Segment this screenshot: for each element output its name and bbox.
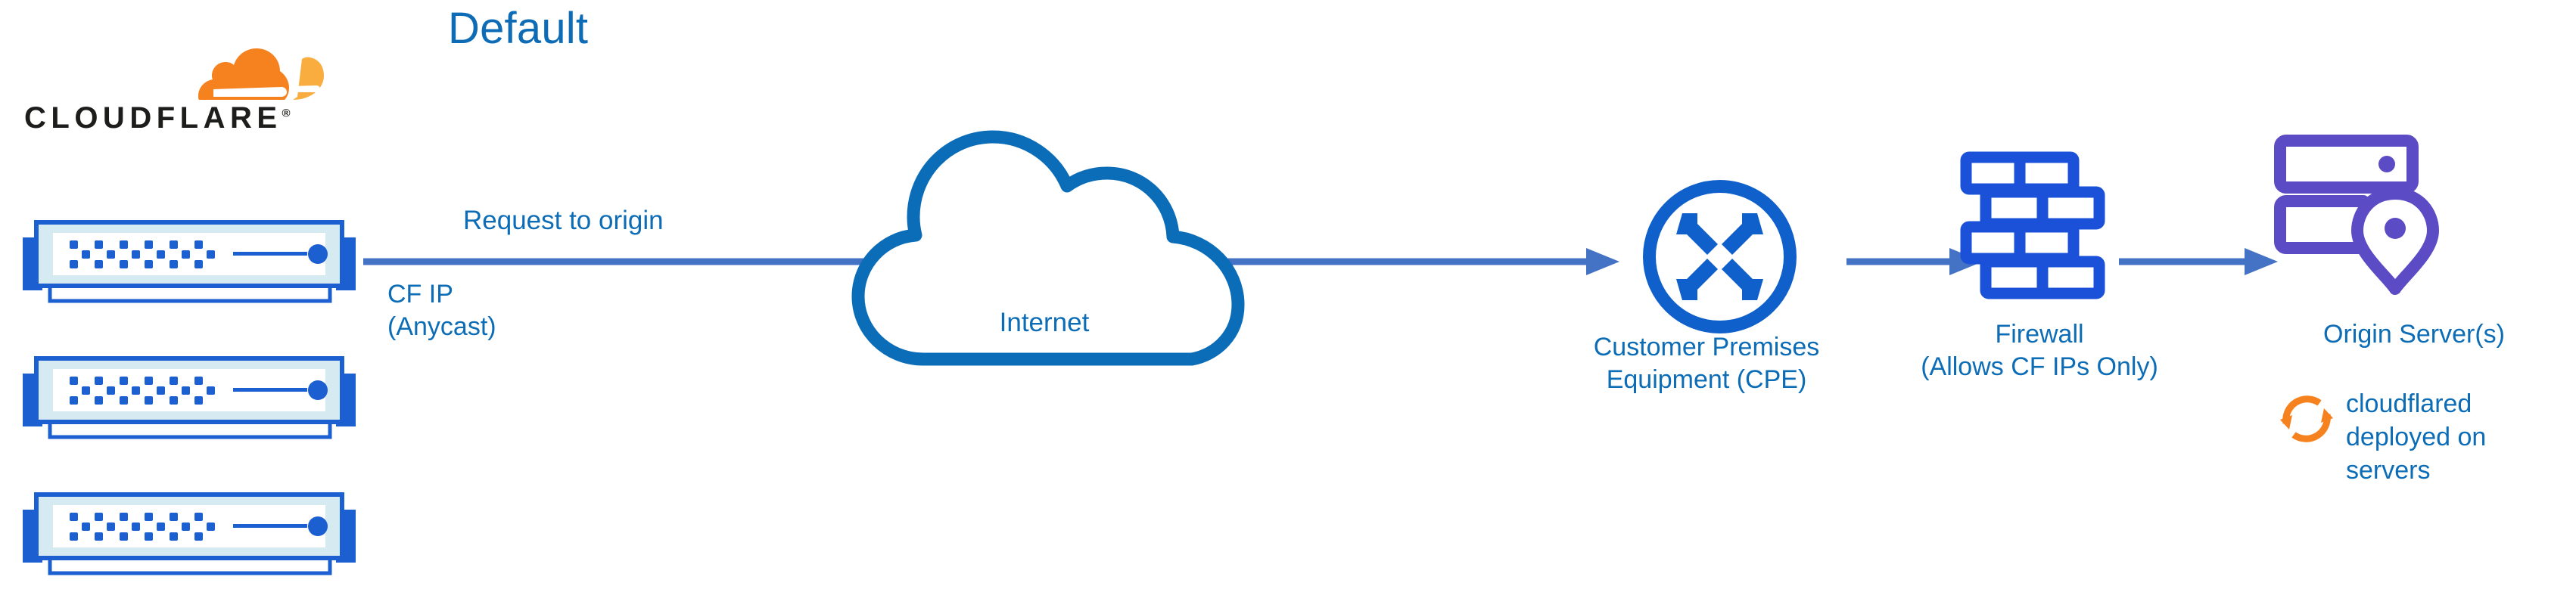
cloudflared-line1: cloudflared <box>2346 389 2472 418</box>
cloudflare-cloud-icon <box>189 47 325 101</box>
cf-ip-line1: CF IP <box>387 280 453 309</box>
cf-ip-line2: (Anycast) <box>387 312 496 341</box>
cf-ip-label: CF IP (Anycast) <box>387 278 496 343</box>
cloudflare-logo: CLOUDFLARE® <box>21 47 325 135</box>
firewall-label-line1: Firewall <box>1995 320 2084 349</box>
request-to-origin-label: Request to origin <box>463 206 664 235</box>
cloudflared-annotation: cloudflared deployed on servers <box>2346 387 2573 487</box>
arrow-firewall-to-origin <box>2119 240 2278 283</box>
cloudflare-wordmark: CLOUDFLARE® <box>24 101 291 135</box>
cloudflared-line2: deployed on <box>2346 423 2487 451</box>
page-title: Default <box>448 4 589 53</box>
brick-wall-icon <box>1960 151 2115 302</box>
cloud-icon <box>848 106 1271 367</box>
router-icon <box>1638 175 1801 338</box>
internet-label: Internet <box>999 308 1090 337</box>
firewall-label: Firewall (Allows CF IPs Only) <box>1869 318 2210 383</box>
firewall-label-line2: (Allows CF IPs Only) <box>1921 352 2158 381</box>
cloudflared-line3: servers <box>2346 456 2431 485</box>
server-location-pin-icon <box>2274 135 2448 312</box>
server-rack-icon <box>23 213 356 313</box>
cpe-label-line1: Customer Premises <box>1593 333 1820 361</box>
cpe-label: Customer Premises Equipment (CPE) <box>1502 331 1911 396</box>
cpe-label-line2: Equipment (CPE) <box>1606 365 1807 394</box>
server-rack-icon <box>23 485 356 585</box>
sync-arrows-icon <box>2276 388 2338 450</box>
server-rack-icon <box>23 349 356 449</box>
origin-server-label: Origin Server(s) <box>2323 320 2505 349</box>
